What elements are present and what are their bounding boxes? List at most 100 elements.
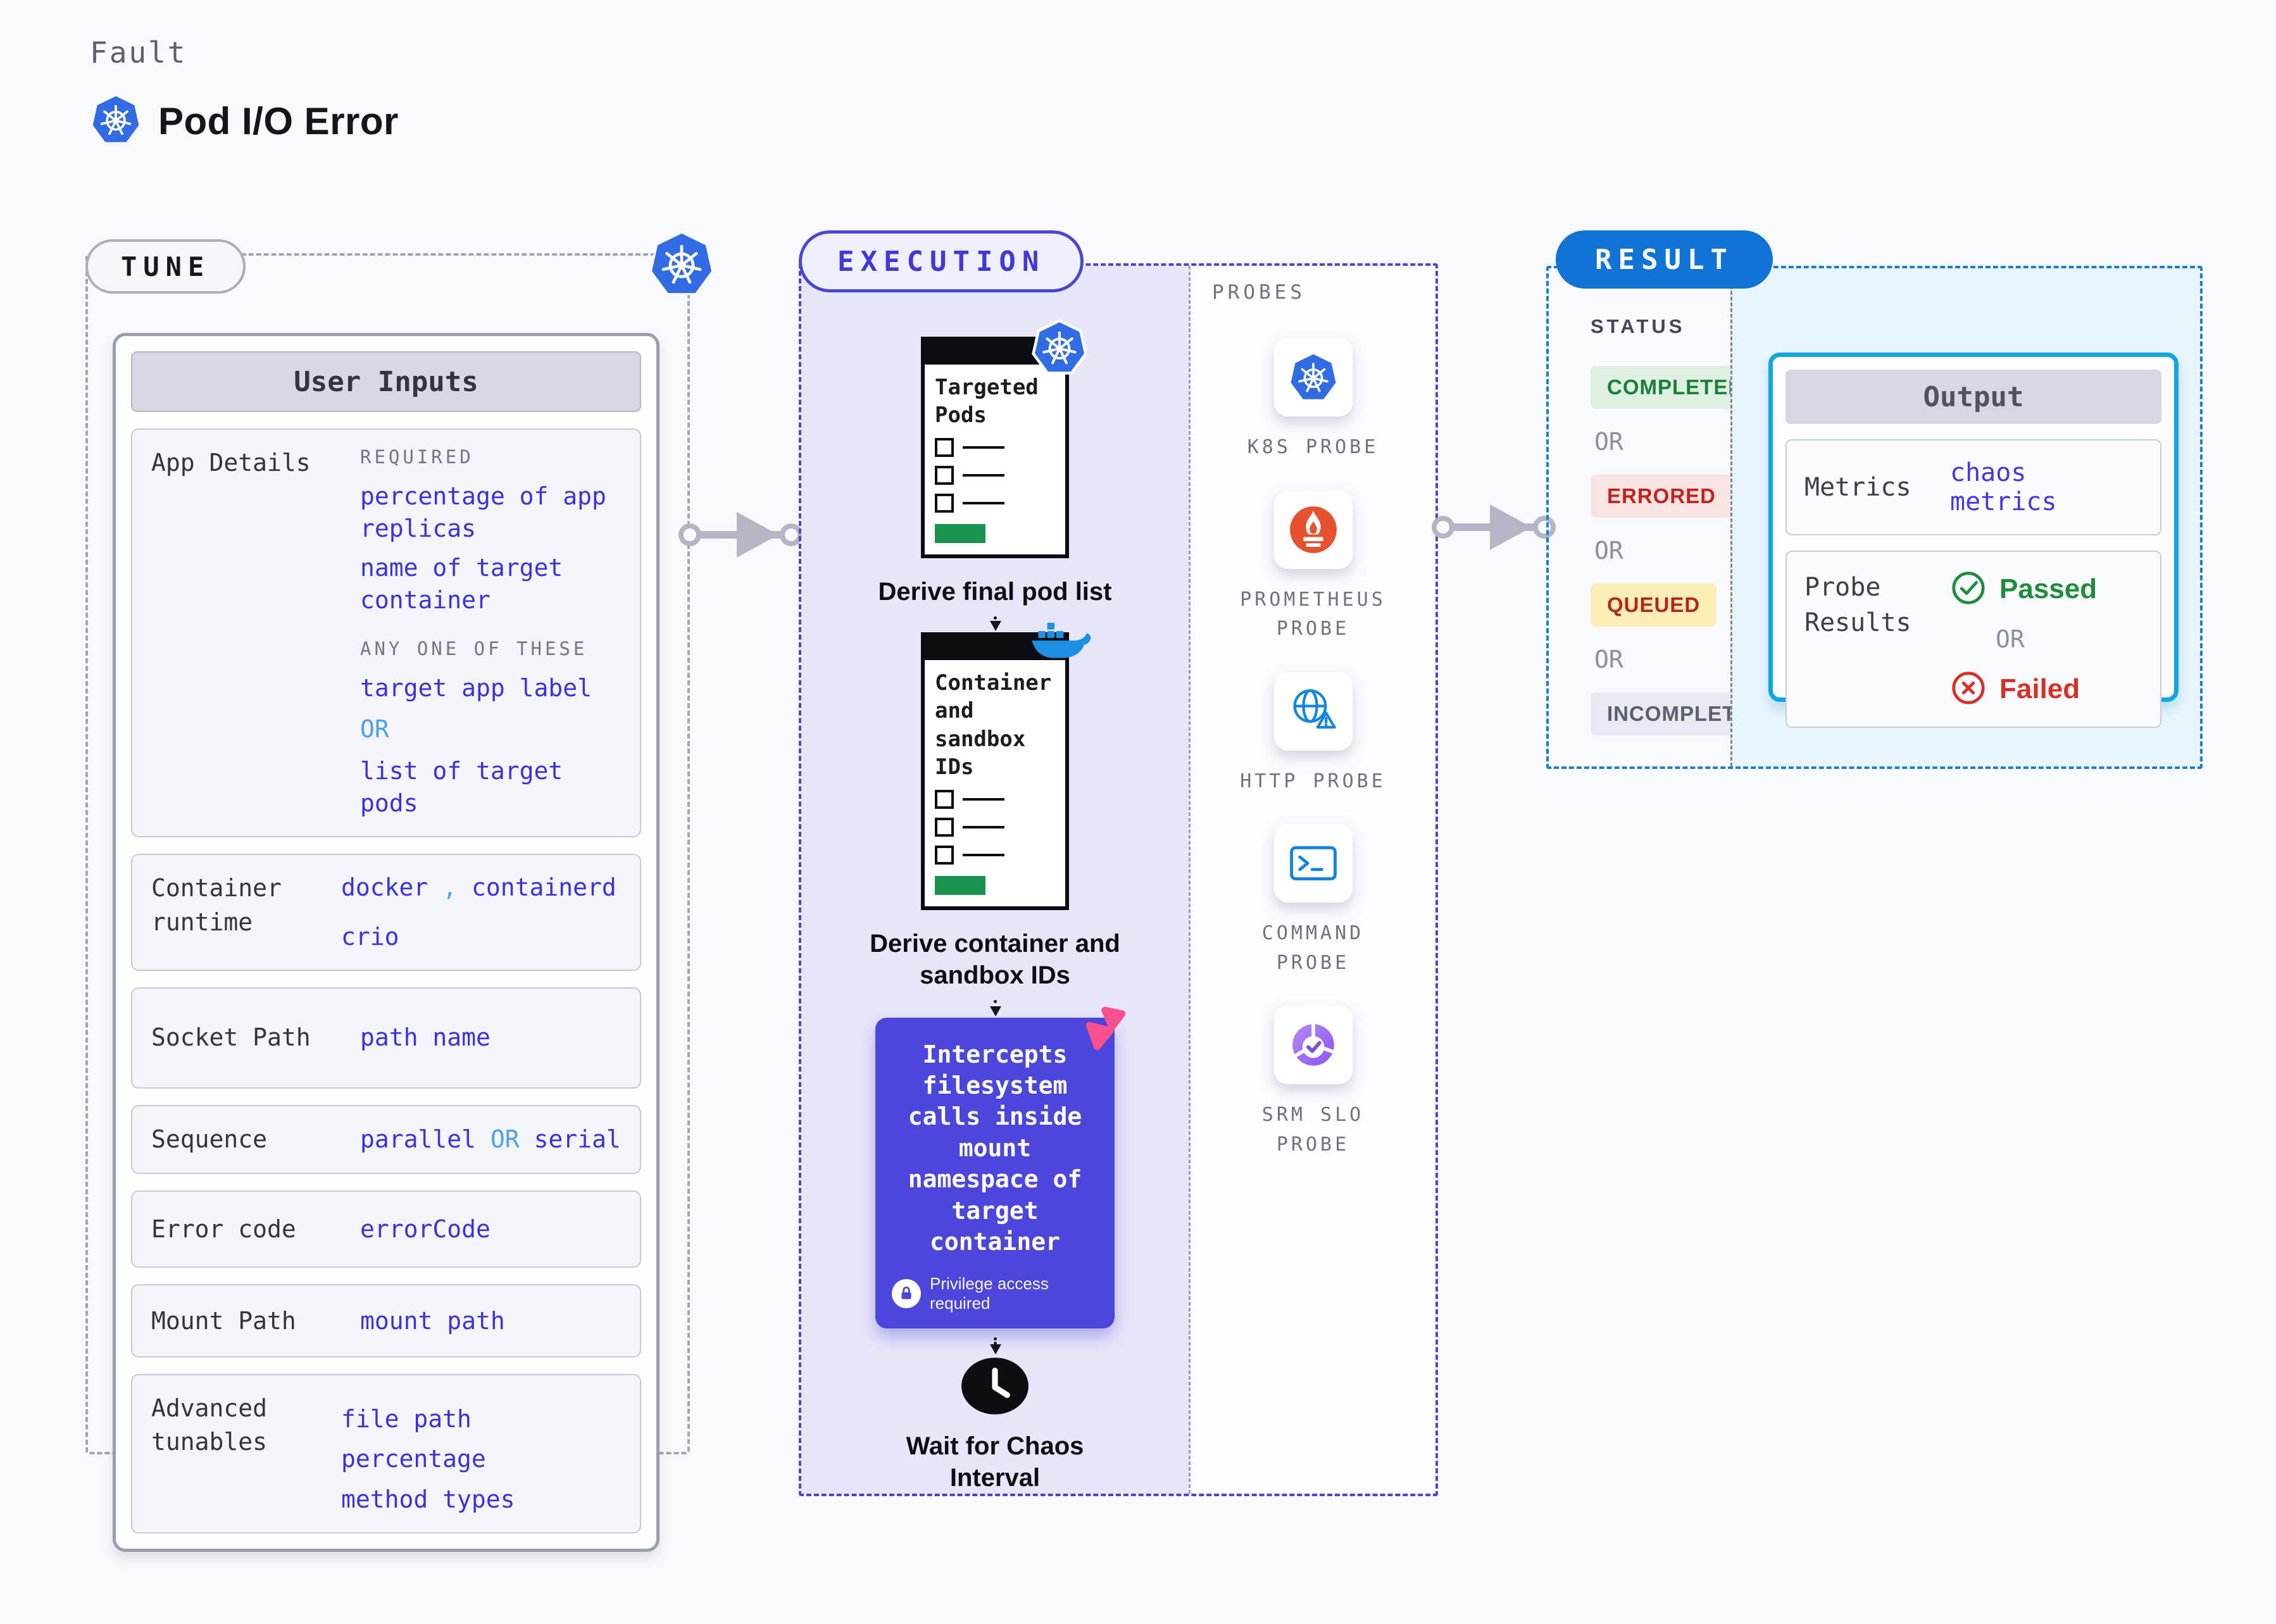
container-ids-card: Container and sandbox IDs [921, 623, 1091, 911]
kubernetes-icon [1031, 319, 1088, 378]
flow-arrow [677, 503, 804, 569]
probe-results-label: Probe Results [1804, 573, 1911, 637]
or-text: OR [1594, 537, 1623, 565]
fault-eyebrow: Fault [90, 35, 187, 70]
passed-text: Passed [1999, 573, 2098, 604]
step-caption: Derive container and sandbox IDs [870, 930, 1120, 990]
probe-item: SRM SLO PROBE [1234, 1006, 1392, 1159]
terminal-icon [1273, 824, 1353, 903]
row-label: App Details [151, 449, 311, 477]
kubernetes-icon [90, 94, 142, 148]
checklist-row [935, 438, 1055, 458]
row-advanced-tunables: Advanced tunables file path percentage m… [131, 1374, 641, 1534]
row-value: percentage [341, 1445, 486, 1473]
metrics-label: Metrics [1804, 473, 1911, 502]
chaos-logo-icon [1072, 997, 1137, 1066]
kubernetes-icon [648, 230, 715, 300]
tune-pill: TUNE [85, 239, 246, 294]
result-section: STATUS COMPLETED OR ERRORED OR QUEUED OR… [1546, 266, 2203, 769]
page-title-row: Pod I/O Error [90, 94, 399, 148]
intercepts-callout: Intercepts filesystem calls inside mount… [875, 1006, 1126, 1329]
row-label: Container runtime [151, 874, 282, 936]
probe-name: COMMAND PROBE [1261, 922, 1365, 974]
probe-item: HTTP PROBE [1240, 671, 1386, 797]
probe-item: COMMAND PROBE [1234, 824, 1392, 978]
privilege-note: Privilege access required [930, 1274, 1049, 1313]
output-header: Output [1785, 370, 2161, 424]
row-value: serial [534, 1125, 621, 1153]
slo-pie-check-icon [1273, 1006, 1353, 1084]
probe-name: HTTP PROBE [1240, 770, 1386, 792]
checklist-row [935, 466, 1055, 485]
row-mount-path: Mount Path mount path [131, 1284, 641, 1358]
row-value: percentage of app replicas [360, 482, 606, 543]
clock-icon [960, 1356, 1030, 1419]
row-label: Sequence [151, 1125, 268, 1153]
green-bar [935, 876, 985, 896]
status-label: STATUS [1591, 315, 1685, 337]
status-badge: QUEUED [1591, 584, 1717, 627]
execution-flow-panel: Targeted Pods [801, 266, 1189, 1494]
metrics-row: Metrics chaos metrics [1785, 439, 2161, 535]
x-circle-icon [1950, 670, 1987, 709]
step-caption: Derive final pod list [878, 578, 1112, 606]
or-text: OR [1996, 625, 2025, 653]
kubernetes-icon [1273, 338, 1353, 416]
flow-arrow [1430, 496, 1557, 561]
probe-name: PROMETHEUS PROBE [1240, 588, 1386, 640]
or-text: OR [490, 1125, 520, 1153]
user-inputs-card: User Inputs App Details REQUIRED percent… [113, 333, 660, 1552]
or-text: OR [360, 715, 389, 744]
green-bar [935, 524, 985, 544]
required-caption: REQUIRED [360, 446, 474, 468]
flow-connector [989, 1337, 1001, 1354]
row-label: Advanced tunables [151, 1394, 268, 1456]
targeted-pods-card: Targeted Pods [921, 319, 1087, 559]
row-container-runtime: Container runtime docker , containerd cr… [131, 854, 641, 971]
failed-text: Failed [1999, 673, 2080, 704]
any-one-caption: ANY ONE OF THESE [360, 638, 588, 660]
row-app-details: App Details REQUIRED percentage of app r… [131, 428, 641, 838]
row-value: docker [341, 873, 428, 902]
probe-item: K8S PROBE [1247, 338, 1379, 463]
checklist-row [935, 818, 1055, 837]
checklist-row [935, 846, 1055, 865]
probe-item: PROMETHEUS PROBE [1234, 490, 1392, 644]
http-globe-warning-icon [1273, 671, 1353, 751]
row-value: target app label [360, 674, 592, 703]
card-title: Targeted Pods [935, 375, 1039, 428]
probe-name: K8S PROBE [1247, 436, 1379, 458]
row-value: parallel [360, 1125, 477, 1153]
row-value: file path [341, 1405, 472, 1433]
check-circle-icon [1950, 570, 1987, 609]
or-text: OR [1594, 428, 1623, 456]
checklist-row [935, 790, 1055, 809]
execution-section: Targeted Pods [799, 263, 1438, 1496]
docker-icon [1030, 617, 1093, 668]
row-value: mount path [360, 1306, 505, 1335]
row-socket-path: Socket Path path name [131, 987, 641, 1089]
probes-panel: PROBES K8S PROBE [1189, 266, 1435, 1494]
output-panel: Output Metrics chaos metrics Probe Resul… [1730, 268, 2200, 766]
row-value: path name [360, 1023, 491, 1052]
metrics-value: chaos metrics [1950, 458, 2057, 516]
user-inputs-header: User Inputs [131, 351, 641, 412]
status-badge: ERRORED [1591, 475, 1733, 518]
card-title: Container and sandbox IDs [935, 670, 1052, 780]
status-column: STATUS COMPLETED OR ERRORED OR QUEUED OR… [1549, 268, 1783, 766]
probe-results-row: Probe Results Passed OR [1785, 551, 2161, 728]
probe-name: SRM SLO PROBE [1261, 1104, 1365, 1156]
or-text: OR [1594, 646, 1623, 673]
row-value: crio [341, 922, 399, 951]
result-pill: RESULT [1556, 230, 1773, 289]
step-caption: Wait for Chaos Interval [906, 1432, 1084, 1492]
probes-label: PROBES [1212, 281, 1306, 304]
callout-text: Intercepts filesystem calls inside mount… [908, 1040, 1082, 1256]
execution-pill: EXECUTION [799, 230, 1084, 292]
row-error-code: Error code errorCode [131, 1190, 641, 1268]
comma-separator: , [442, 873, 458, 902]
prometheus-icon [1273, 490, 1353, 569]
checklist-row [935, 494, 1055, 513]
row-label: Error code [151, 1215, 296, 1243]
